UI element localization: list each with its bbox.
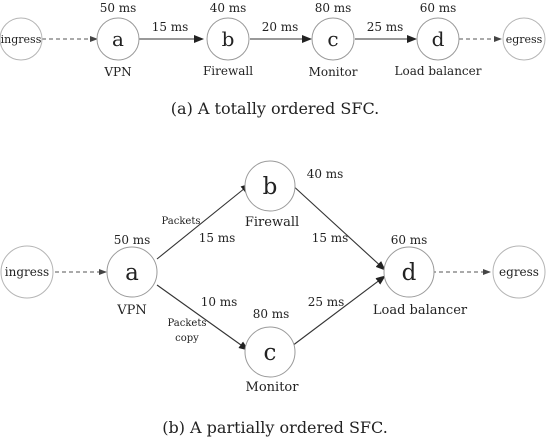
edge-latency-a-ab: 15 ms [152, 20, 189, 34]
packets-copy-label-line1: Packets [168, 318, 207, 329]
node-name-vpn: VPN [116, 303, 147, 318]
diagram-b: 15 ms 10 ms 40 ms 15 ms 25 ms Packets Pa… [0, 160, 546, 437]
node-name-vpn: VPN [103, 65, 131, 79]
edge-b-b-to-d [289, 182, 386, 271]
node-latency-d: 60 ms [391, 233, 428, 247]
node-letter-d: d [432, 27, 445, 51]
egress-label: egress [499, 265, 539, 279]
node-name-load-balancer: Load balancer [395, 64, 482, 78]
ingress-node [0, 17, 43, 61]
node-a [106, 246, 158, 298]
node-letter-b: b [263, 174, 278, 200]
node-d [416, 17, 460, 61]
node-latency-b: 40 ms [210, 1, 247, 15]
node-letter-b: b [222, 27, 235, 51]
egress-node [492, 245, 546, 299]
node-b [206, 17, 250, 61]
node-letter-a: a [125, 260, 139, 286]
node-latency-a: 50 ms [114, 233, 151, 247]
node-name-monitor: Monitor [309, 65, 358, 79]
ingress-label: ingress [1, 33, 42, 46]
edge-latency-a-cd: 25 ms [367, 20, 404, 34]
node-name-firewall: Firewall [203, 64, 253, 78]
node-letter-a: a [112, 27, 124, 51]
edge-latency-b-bd-top: 40 ms [307, 167, 344, 181]
node-name-monitor: Monitor [246, 380, 300, 395]
edge-latency-a-bc: 20 ms [262, 20, 299, 34]
edge-b-c-to-d [291, 275, 386, 347]
node-latency-c: 80 ms [253, 307, 290, 321]
diagram-a: 15 ms 20 ms 25 ms ingress egress 50 ms a… [0, 1, 546, 118]
node-b [244, 160, 296, 212]
packets-label: Packets [162, 216, 201, 227]
node-d [383, 246, 435, 298]
node-letter-d: d [402, 260, 417, 286]
edge-latency-b-cd: 25 ms [308, 295, 345, 309]
packets-copy-label-line2: copy [175, 333, 199, 344]
node-name-firewall: Firewall [245, 215, 299, 230]
node-latency-d: 60 ms [420, 1, 457, 15]
edge-latency-b-ac: 10 ms [201, 295, 238, 309]
edge-latency-b-ab: 15 ms [199, 231, 236, 245]
node-name-load-balancer: Load balancer [373, 303, 468, 318]
caption-b: (b) A partially ordered SFC. [162, 418, 388, 437]
node-a [96, 17, 140, 61]
edge-latency-b-bd: 15 ms [312, 231, 349, 245]
node-latency-c: 80 ms [315, 1, 352, 15]
egress-node [502, 17, 546, 61]
ingress-node [0, 245, 54, 299]
node-letter-c: c [264, 340, 277, 366]
caption-a: (a) A totally ordered SFC. [171, 99, 379, 118]
node-c [311, 17, 355, 61]
node-c [244, 326, 296, 378]
edge-b-a-to-b [156, 183, 251, 260]
node-latency-a: 50 ms [100, 1, 137, 15]
ingress-label: ingress [5, 265, 49, 279]
node-letter-c: c [327, 27, 338, 51]
edge-b-a-to-c [156, 284, 249, 351]
egress-label: egress [506, 33, 543, 46]
